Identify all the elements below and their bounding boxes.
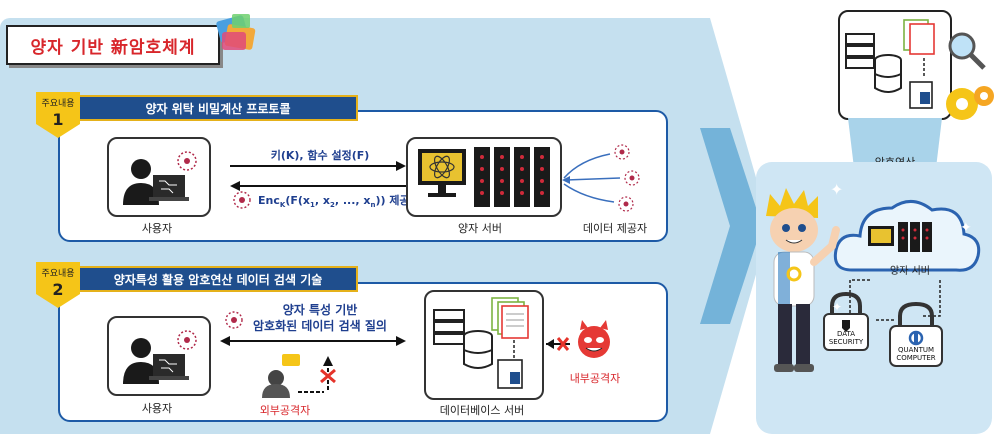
- sparkle-icon: ✦: [830, 180, 844, 199]
- section-2-badge-label: 주요내용: [36, 262, 80, 282]
- external-attacker-icon: [262, 354, 336, 398]
- section-1-header-text: 양자 위탁 비밀계산 프로토콜: [145, 101, 291, 116]
- cloud-connectors: [849, 279, 941, 321]
- section-1-header: 양자 위탁 비밀계산 프로토콜: [80, 95, 358, 121]
- search-query-line-1: 양자 특성 기반: [282, 303, 358, 317]
- database-server-label: 데이터베이스 서버: [439, 404, 525, 417]
- lock1-line1: DATA: [836, 330, 856, 338]
- section-2-header: 양자특성 활용 암호연산 데이터 검색 기술: [80, 266, 358, 292]
- atom-particle-icon: [233, 191, 251, 209]
- database-server-box: [424, 290, 544, 400]
- user-computer-icon: [123, 330, 197, 384]
- cloud-icon: [833, 200, 981, 272]
- data-provider-label: 데이터 제공자: [582, 222, 648, 235]
- section-2-badge: 주요내용 2: [36, 262, 80, 308]
- database-server-icon: [433, 297, 529, 389]
- transition-arrow: [690, 18, 770, 434]
- section-1-badge-label: 주요내용: [36, 92, 80, 112]
- badge-chevron-icon: [36, 112, 80, 138]
- sparkle-icon: ✦: [832, 300, 843, 314]
- lock2-line2: COMPUTER: [896, 354, 936, 362]
- encrypted-db-icon: [845, 19, 935, 109]
- lock2-line1: QUANTUM: [897, 346, 935, 354]
- internal-attacker-icon: [546, 320, 610, 358]
- data-provider-arrows: [562, 144, 640, 212]
- section-1-badge-num: 1: [52, 110, 64, 129]
- encrypted-result-label: EncK(F(x1, x2, ..., xn)) 제공: [258, 194, 410, 210]
- user-terminal-box: [107, 137, 211, 217]
- cloud-server-label: 양자 서버: [890, 266, 930, 277]
- page-title: 양자 기반 新암호체계: [30, 37, 196, 58]
- sparkle-icon: ✦: [960, 220, 972, 236]
- cube-logo-icon: [216, 14, 256, 50]
- key-function-label: 키(K), 함수 설정(F): [270, 149, 370, 162]
- data-security-lock-icon: [823, 291, 869, 351]
- section-1-user-label: 사용자: [141, 222, 173, 235]
- quantum-computer-lock-icon: [889, 301, 943, 367]
- encrypted-db-box: [838, 10, 952, 120]
- badge-chevron-icon: [36, 282, 80, 308]
- section-2-header-text: 양자특성 활용 암호연산 데이터 검색 기술: [113, 272, 323, 287]
- quantum-server-box: [406, 137, 562, 217]
- quantum-server-icon: [418, 147, 550, 207]
- user-terminal-box-2: [107, 316, 211, 396]
- section-1-badge: 주요내용 1: [36, 92, 80, 138]
- internal-attacker-label: 내부공격자: [569, 372, 621, 385]
- section-2-badge-num: 2: [52, 280, 64, 299]
- quantum-computer-lock-text: QUANTUM COMPUTER: [886, 346, 946, 362]
- search-gears-icon: [946, 32, 994, 120]
- lock1-line2: SECURITY: [828, 338, 864, 346]
- presenter-boy-icon: [766, 188, 840, 372]
- external-attacker-label: 외부공격자: [259, 404, 311, 417]
- query-bidirectional-arrow: [220, 336, 406, 346]
- page-title-box: 양자 기반 新암호체계: [6, 25, 220, 65]
- section-1-arrows: [230, 161, 406, 191]
- user-computer-icon: [123, 151, 197, 205]
- section-1-server-label: 양자 서버: [458, 222, 502, 235]
- search-query-line-2: 암호화된 데이터 검색 질의: [253, 319, 387, 333]
- section-2-user-label: 사용자: [141, 402, 173, 415]
- data-security-lock-text: DATA SECURITY: [820, 330, 872, 346]
- search-query-label: 양자 특성 기반 암호화된 데이터 검색 질의: [250, 302, 390, 334]
- atom-particle-icon: [225, 311, 243, 329]
